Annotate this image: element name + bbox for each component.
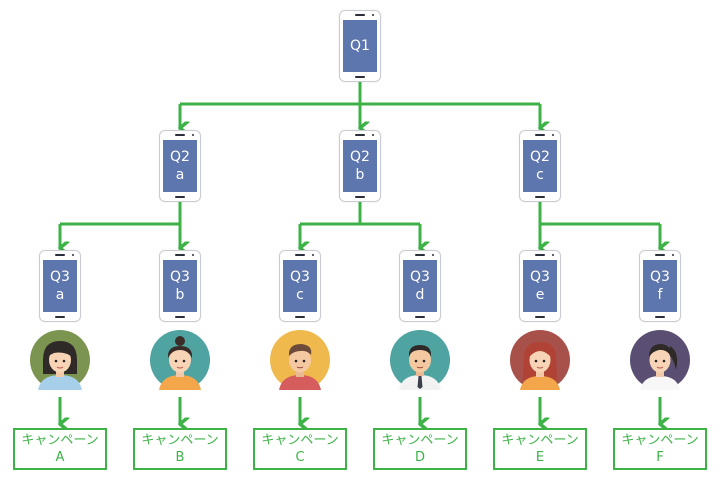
node-label-branch: a xyxy=(175,167,185,183)
phone-node-q2c: Q2 c xyxy=(519,130,561,202)
node-label-branch: c xyxy=(536,167,544,183)
phone-node-q2b: Q2 b xyxy=(339,130,381,202)
speaker-icon xyxy=(535,134,545,136)
campaign-letter: C xyxy=(295,450,305,465)
woman-short-hair-avatar-icon xyxy=(30,330,90,390)
speaker-icon xyxy=(55,254,65,256)
campaign-letter: B xyxy=(175,450,185,465)
campaign-box-b: キャンペーン B xyxy=(133,428,227,470)
node-label-question: Q3 xyxy=(170,269,190,285)
campaign-label: キャンペーン xyxy=(21,433,99,448)
camera-icon xyxy=(192,134,194,136)
campaign-box-d: キャンペーン D xyxy=(373,428,467,470)
node-label-branch: a xyxy=(55,287,65,303)
home-button-icon xyxy=(295,316,305,318)
phone-node-q3d: Q3 d xyxy=(399,250,441,322)
phone-screen: Q3 f xyxy=(643,260,677,312)
campaign-letter: A xyxy=(55,450,65,465)
home-button-icon xyxy=(55,316,65,318)
phone-screen: Q2 a xyxy=(163,140,197,192)
home-button-icon xyxy=(655,316,665,318)
campaign-letter: D xyxy=(414,450,425,465)
campaign-label: キャンペーン xyxy=(381,433,459,448)
man-avatar-icon xyxy=(270,330,330,390)
node-label-branch: c xyxy=(296,287,304,303)
phone-node-q3e: Q3 e xyxy=(519,250,561,322)
campaign-letter: F xyxy=(656,450,664,465)
node-label-question: Q3 xyxy=(530,269,550,285)
node-label-question: Q3 xyxy=(290,269,310,285)
phone-screen: Q3 c xyxy=(283,260,317,312)
phone-node-q3b: Q3 b xyxy=(159,250,201,322)
camera-icon xyxy=(552,134,554,136)
node-label-question: Q3 xyxy=(410,269,430,285)
phone-node-q3c: Q3 c xyxy=(279,250,321,322)
speaker-icon xyxy=(175,254,185,256)
camera-icon xyxy=(432,254,434,256)
phone-screen: Q3 d xyxy=(403,260,437,312)
home-button-icon xyxy=(175,316,185,318)
node-label-question: Q3 xyxy=(650,269,670,285)
home-button-icon xyxy=(175,196,185,198)
campaign-box-c: キャンペーン C xyxy=(253,428,347,470)
speaker-icon xyxy=(415,254,425,256)
speaker-icon xyxy=(655,254,665,256)
node-label-branch: d xyxy=(415,287,425,303)
camera-icon xyxy=(192,254,194,256)
home-button-icon xyxy=(355,76,365,78)
campaign-box-a: キャンペーン A xyxy=(13,428,107,470)
campaign-label: キャンペーン xyxy=(261,433,339,448)
speaker-icon xyxy=(355,134,365,136)
node-label-question: Q3 xyxy=(50,269,70,285)
camera-icon xyxy=(72,254,74,256)
node-label-question: Q2 xyxy=(530,149,550,165)
woman-bun-avatar-icon xyxy=(150,330,210,390)
phone-screen: Q3 a xyxy=(43,260,77,312)
campaign-label: キャンペーン xyxy=(141,433,219,448)
speaker-icon xyxy=(175,134,185,136)
home-button-icon xyxy=(415,316,425,318)
phone-screen: Q2 b xyxy=(343,140,377,192)
camera-icon xyxy=(672,254,674,256)
node-label-branch: b xyxy=(175,287,185,303)
phone-node-q2a: Q2 a xyxy=(159,130,201,202)
man-shirt-tie-avatar-icon xyxy=(390,330,450,390)
campaign-box-f: キャンペーン F xyxy=(613,428,707,470)
camera-icon xyxy=(552,254,554,256)
camera-icon xyxy=(372,134,374,136)
campaign-label: キャンペーン xyxy=(621,433,699,448)
phone-screen: Q2 c xyxy=(523,140,557,192)
speaker-icon xyxy=(295,254,305,256)
phone-screen: Q3 e xyxy=(523,260,557,312)
campaign-letter: E xyxy=(535,450,545,465)
node-label-question: Q2 xyxy=(350,149,370,165)
phone-node-q3a: Q3 a xyxy=(39,250,81,322)
phone-node-q3f: Q3 f xyxy=(639,250,681,322)
home-button-icon xyxy=(355,196,365,198)
node-label-branch: f xyxy=(657,287,663,303)
woman-ponytail-avatar-icon xyxy=(630,330,690,390)
phone-screen: Q3 b xyxy=(163,260,197,312)
node-label-branch: b xyxy=(355,167,365,183)
home-button-icon xyxy=(535,316,545,318)
camera-icon xyxy=(312,254,314,256)
home-button-icon xyxy=(535,196,545,198)
phone-node-q1: Q1 xyxy=(339,10,381,82)
woman-long-hair-avatar-icon xyxy=(510,330,570,390)
node-label-branch: e xyxy=(535,287,545,303)
phone-screen: Q1 xyxy=(343,20,377,72)
campaign-box-e: キャンペーン E xyxy=(493,428,587,470)
speaker-icon xyxy=(355,14,365,16)
node-label-question: Q2 xyxy=(170,149,190,165)
speaker-icon xyxy=(535,254,545,256)
node-label-question: Q1 xyxy=(350,38,370,54)
camera-icon xyxy=(372,14,374,16)
campaign-label: キャンペーン xyxy=(501,433,579,448)
